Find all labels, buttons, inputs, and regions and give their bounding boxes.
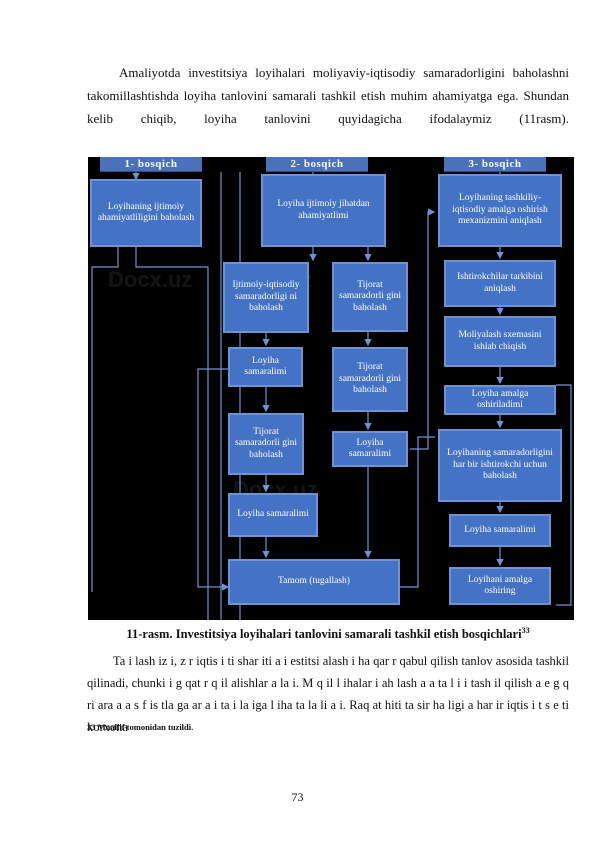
body-paragraph: Ta i lash iz i, z r iqtis i ti shar iti … <box>87 654 569 734</box>
social-importance-check-box: Loyiha ijtimoiy jihatdan ahamiyatlimi <box>261 174 386 247</box>
stage-3-header: 3- bosqich <box>444 157 546 172</box>
is-efficient-box: Loyiha samaralimi <box>228 347 303 387</box>
stage-2-header: 2- bosqich <box>266 157 368 172</box>
watermark: Docx.uz <box>108 267 193 292</box>
stage-1-header: 1- bosqich <box>100 157 202 172</box>
is-implemented-box: Loyiha amalga oshiriladimi <box>444 385 556 415</box>
implement-project-box: Loyihani amalga oshiring <box>449 567 551 605</box>
commercial-efficiency-box: Tijorat samaradorli gini baholash <box>332 262 408 332</box>
is-efficient-box: Loyiha samaralimi <box>332 431 408 467</box>
page-number: 73 <box>291 790 304 804</box>
intro-paragraph: Amaliyotda investitsiya loyihalari moliy… <box>87 65 569 126</box>
flow-diagram: Docx.uz Docx.uz Docx.uz 1- bosqich 2- bo… <box>88 157 574 620</box>
diagram-connectors <box>91 172 572 620</box>
per-participant-eval-box: Loyihaning samaradorligini har bir ishti… <box>438 429 562 502</box>
figure-caption: 11-rasm. Investitsiya loyihalari tanlovi… <box>87 626 569 642</box>
social-significance-eval-box: Loyihaning ijtimoiy ahamiyatliligini bah… <box>90 179 202 247</box>
caption-text: 11-rasm. Investitsiya loyihalari tanlovi… <box>126 627 522 642</box>
is-efficient-box: Loyiha samaralimi <box>228 493 318 537</box>
commercial-efficiency-box: Tijorat samaradorli gini baholash <box>332 347 408 412</box>
commercial-efficiency-box: Tijorat samaradorli gini baholash <box>228 413 304 475</box>
participants-composition-box: Ishtirokchilar tarkibini aniqlash <box>444 260 556 307</box>
socio-economic-efficiency-box: Ijtimoiy-iqtisodiy samaradorligi ni baho… <box>223 262 309 333</box>
is-efficient-box: Loyiha samaralimi <box>449 514 551 547</box>
implementation-mechanism-box: Loyihaning tashkiliy-iqtisodiy amalga os… <box>438 174 562 247</box>
finish-box: Tamom (tugallash) <box>228 559 400 605</box>
financing-scheme-box: Moliyalash sxemasini ishlab chiqish <box>444 316 556 367</box>
caption-footnote-ref: 33 <box>521 626 530 635</box>
footnote: 33 Muallif tomonidan tuzildi. <box>87 722 194 732</box>
